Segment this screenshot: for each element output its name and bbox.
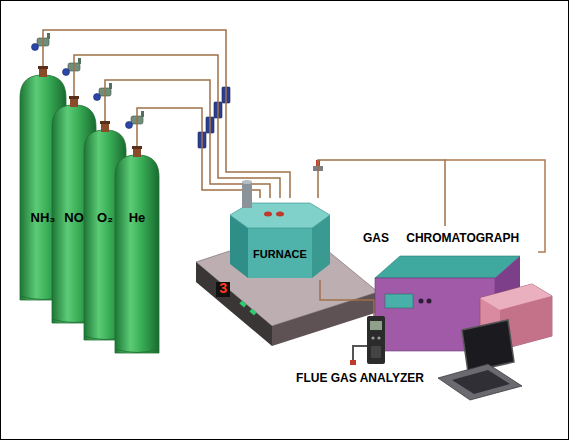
furnace-unit-outline xyxy=(228,198,332,280)
laptop xyxy=(438,320,522,400)
gas-chromatograph-outline-part-part xyxy=(385,294,413,308)
laptop-part xyxy=(438,364,522,400)
gas-cylinder-outline-part-part xyxy=(115,155,159,353)
gas-cylinder: He xyxy=(115,155,159,353)
equipment-label: GAS CHROMATOGRAPH xyxy=(363,232,519,246)
gas-label: NO xyxy=(64,211,84,226)
gas-cylinder-outline-part-part xyxy=(100,121,110,124)
gas-cylinder-outline-part-part xyxy=(38,66,48,69)
gas-cylinder-outline-part-part xyxy=(69,96,79,99)
gas-line xyxy=(320,280,374,316)
pressure-regulator-part xyxy=(94,83,113,101)
gas-cylinder-outline-part-part xyxy=(101,123,109,132)
gas-label: He xyxy=(129,211,146,226)
gas-cylinder-outline-part-part xyxy=(132,146,142,149)
flue-gas-analyzer-outline-part-part xyxy=(367,316,385,364)
gas-cylinder-outline-part-part xyxy=(70,98,78,107)
furnace-unit-outline-part-part xyxy=(264,212,272,217)
gas-label: NH₃ xyxy=(31,211,56,226)
equipment-label: FLUE GAS ANALYZER xyxy=(296,372,424,386)
flow-meter xyxy=(198,87,230,148)
furnace-unit-outline-part-part xyxy=(276,212,284,217)
furnace-unit-outline-part xyxy=(230,180,330,278)
furnace-base xyxy=(196,228,378,346)
flue-gas-analyzer: FLUE GAS ANALYZER xyxy=(285,316,435,392)
gas-cylinder-outline-part-part xyxy=(39,68,47,77)
gas-chromatograph-outline-part-part xyxy=(427,299,432,304)
pressure-regulator-part xyxy=(63,58,82,76)
furnace-base-part xyxy=(239,301,246,308)
pressure-regulator-part xyxy=(32,33,51,51)
furnace-base-part xyxy=(249,309,256,316)
laptop-part xyxy=(452,370,510,394)
gas-cylinder-outline-part-part xyxy=(133,148,141,157)
furnace-unit-outline-part-part xyxy=(248,228,312,278)
gas-label: O₂ xyxy=(97,211,113,226)
pressure-regulator-part xyxy=(126,111,145,129)
flue-gas-analyzer-outline-part xyxy=(350,316,385,365)
gas-cylinder-outline-part-part xyxy=(115,349,159,353)
gas-line xyxy=(318,160,445,226)
furnace-unit: FURNACE xyxy=(228,198,332,280)
furnace-unit-outline-part-part xyxy=(242,180,252,184)
display-digit: 3 xyxy=(216,282,230,297)
gas-chromatograph-outline-part-part xyxy=(375,256,520,278)
flue-gas-analyzer-outline-part-part xyxy=(371,346,381,358)
gas-cylinder-outline xyxy=(115,155,159,353)
gas-cylinder-outline-part xyxy=(115,146,159,353)
flue-gas-analyzer-outline-part-part xyxy=(377,336,380,339)
equipment-label: FURNACE xyxy=(253,248,307,261)
flue-gas-analyzer-outline-part-part xyxy=(371,336,374,339)
flue-gas-analyzer-outline-part-part xyxy=(353,346,367,362)
flue-gas-analyzer-outline-part-part xyxy=(370,321,382,330)
furnace-unit-outline-part-part xyxy=(242,182,252,208)
gas-chromatograph-outline-part-part xyxy=(419,299,424,304)
flue-gas-analyzer-outline-part-part xyxy=(350,360,356,365)
